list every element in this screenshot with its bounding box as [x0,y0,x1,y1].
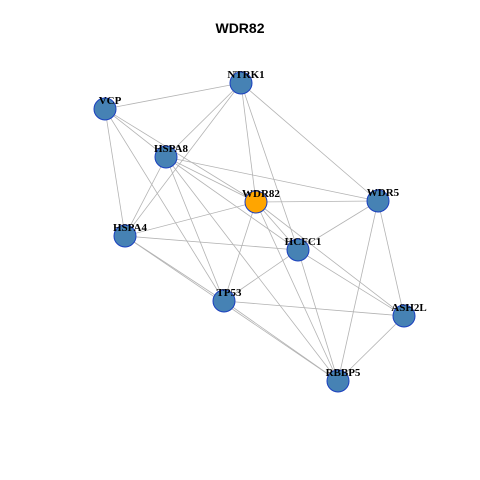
edge-ntrk1-wdr82 [240,82,257,203]
node-circle-hcfc1 [286,238,310,262]
edge-tp53-ash2l [223,300,405,317]
edge-hspa8-hcfc1 [165,156,299,251]
node-label-hcfc1: HCFC1 [285,236,322,248]
edge-ntrk1-hcfc1 [240,82,299,251]
edge-vcp-wdr82 [104,108,257,203]
edge-ntrk1-wdr5 [240,82,379,202]
edge-ntrk1-hspa8 [165,82,242,158]
edge-hcfc1-tp53 [223,249,299,302]
diagram-title: WDR82 [215,20,265,36]
edge-wdr5-rbbp5 [337,200,379,382]
edge-hspa4-hcfc1 [124,235,299,251]
node-label-wdr82: WDR82 [242,188,280,200]
edge-layer [104,82,405,382]
node-circle-hspa4 [113,224,137,248]
node-ash2l: ASH2L [391,302,427,328]
edge-hspa8-wdr82 [165,156,257,203]
node-circle-wdr82 [244,190,268,214]
node-wdr82: WDR82 [242,188,280,214]
node-vcp: VCP [93,95,122,121]
edge-hspa8-tp53 [165,156,225,302]
node-circle-vcp [93,97,117,121]
edge-hspa8-hspa4 [124,156,167,237]
edge-hspa8-wdr5 [165,156,379,202]
node-ntrk1: NTRK1 [227,69,265,95]
edge-wdr82-rbbp5 [255,201,339,382]
node-wdr5: WDR5 [366,187,400,213]
edge-hspa8-rbbp5 [165,156,339,382]
edge-vcp-hspa8 [104,108,167,158]
node-label-vcp: VCP [99,95,122,107]
node-circle-hspa8 [154,145,178,169]
node-rbbp5: RBBP5 [326,367,361,393]
node-label-rbbp5: RBBP5 [326,367,361,379]
edge-wdr5-ash2l [377,200,405,317]
edge-ntrk1-hspa4 [124,82,242,237]
edge-wdr82-tp53 [223,201,257,302]
edge-vcp-hspa4 [104,108,126,237]
edge-ash2l-rbbp5 [337,315,405,382]
node-circle-tp53 [212,289,236,313]
edge-hcfc1-ash2l [297,249,405,317]
edge-hcfc1-rbbp5 [297,249,339,382]
node-label-ntrk1: NTRK1 [227,69,264,81]
node-label-ash2l: ASH2L [391,302,426,314]
node-circle-rbbp5 [326,369,350,393]
node-circle-ntrk1 [229,71,253,95]
node-circle-ash2l [392,304,416,328]
edge-wdr82-ash2l [255,201,405,317]
edge-tp53-rbbp5 [223,300,339,382]
edge-vcp-ntrk1 [104,82,242,110]
node-circle-wdr5 [366,189,390,213]
edge-wdr82-wdr5 [255,200,379,203]
node-label-hspa8: HSPA8 [154,143,189,155]
edge-vcp-tp53 [104,108,225,302]
node-tp53: TP53 [212,287,242,313]
edge-wdr5-hcfc1 [297,200,379,251]
node-label-tp53: TP53 [216,287,242,299]
node-hspa4: HSPA4 [113,222,148,248]
node-label-wdr5: WDR5 [367,187,400,199]
edge-wdr82-hspa4 [124,201,257,237]
node-label-hspa4: HSPA4 [113,222,148,234]
node-hcfc1: HCFC1 [285,236,322,262]
node-hspa8: HSPA8 [154,143,189,169]
